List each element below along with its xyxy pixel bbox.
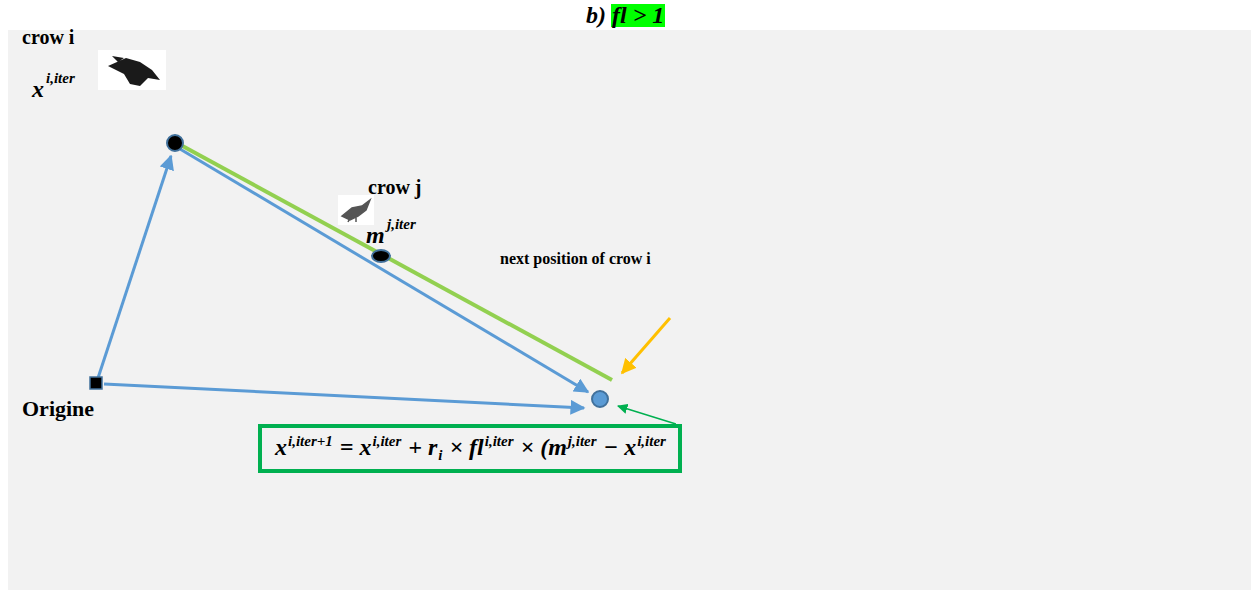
formula-term: x <box>275 434 287 460</box>
crow-label: crow j <box>368 176 422 199</box>
origin-square <box>90 377 102 389</box>
superscript: i,iter <box>372 433 401 449</box>
vector-symbol: x <box>32 76 44 103</box>
subscript: i <box>438 447 442 463</box>
memory-dot <box>372 250 390 262</box>
vector-arrow <box>104 384 584 408</box>
superscript: i,iter <box>485 433 514 449</box>
vector-symbol: m <box>366 222 385 249</box>
figure-title: b) fl > 1 <box>586 2 664 29</box>
formula-term: + r <box>408 434 437 460</box>
superscript: i,iter+1 <box>288 433 333 449</box>
crow-icon <box>108 56 160 86</box>
position-dot <box>167 135 183 151</box>
crow-label: crow i <box>22 26 74 49</box>
formula-term: × (m <box>521 434 567 460</box>
vector-arrow <box>98 156 171 378</box>
formula-term: = x <box>340 434 372 460</box>
vector-arrow <box>180 149 588 392</box>
superscript: j,iter <box>568 433 597 449</box>
superscript: j,iter <box>387 216 416 233</box>
pointer-arrow <box>622 318 670 373</box>
pointer-arrow <box>618 406 676 424</box>
next-position-dot <box>592 391 608 407</box>
crow-icon-ground <box>98 50 166 90</box>
formula-box: xi,iter+1= xi,iter+ ri× fli,iter× (mj,it… <box>258 424 682 473</box>
origin-label: Origine <box>22 396 94 422</box>
callout-text: next position of crow i <box>500 250 651 268</box>
formula-term: − x <box>604 434 637 460</box>
crow-icon-ground <box>338 195 374 225</box>
crow-icon <box>342 200 370 222</box>
superscript: i,iter <box>637 433 666 449</box>
superscript: i,iter <box>46 70 75 87</box>
formula-term: × fl <box>449 434 483 460</box>
panel-ground <box>8 30 1251 590</box>
